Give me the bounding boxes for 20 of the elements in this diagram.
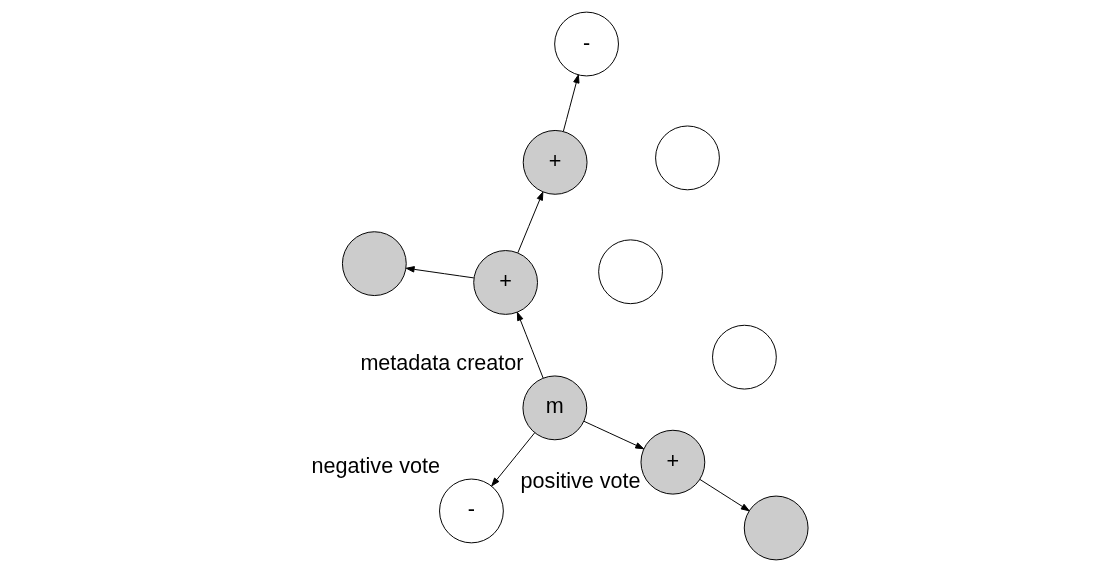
arrow — [583, 420, 645, 450]
arrow — [562, 74, 580, 132]
arrow — [517, 191, 544, 254]
arrow — [405, 266, 475, 279]
arrow — [516, 311, 544, 379]
node-circle — [743, 495, 809, 561]
arrow — [699, 479, 750, 512]
node-label: negative vote — [311, 452, 440, 478]
node-circle: - — [554, 11, 619, 77]
node-label: metadata creator — [360, 349, 524, 375]
node-circle: + — [640, 429, 706, 495]
node-circle — [598, 239, 663, 305]
node-circle: m — [522, 375, 588, 441]
arrow — [491, 432, 536, 487]
node-circle — [341, 231, 407, 297]
node-circle: + — [473, 250, 538, 315]
node-circle — [655, 125, 720, 191]
node-label: positive vote — [520, 467, 641, 493]
node-circle: + — [522, 129, 588, 195]
node-circle — [712, 324, 777, 390]
